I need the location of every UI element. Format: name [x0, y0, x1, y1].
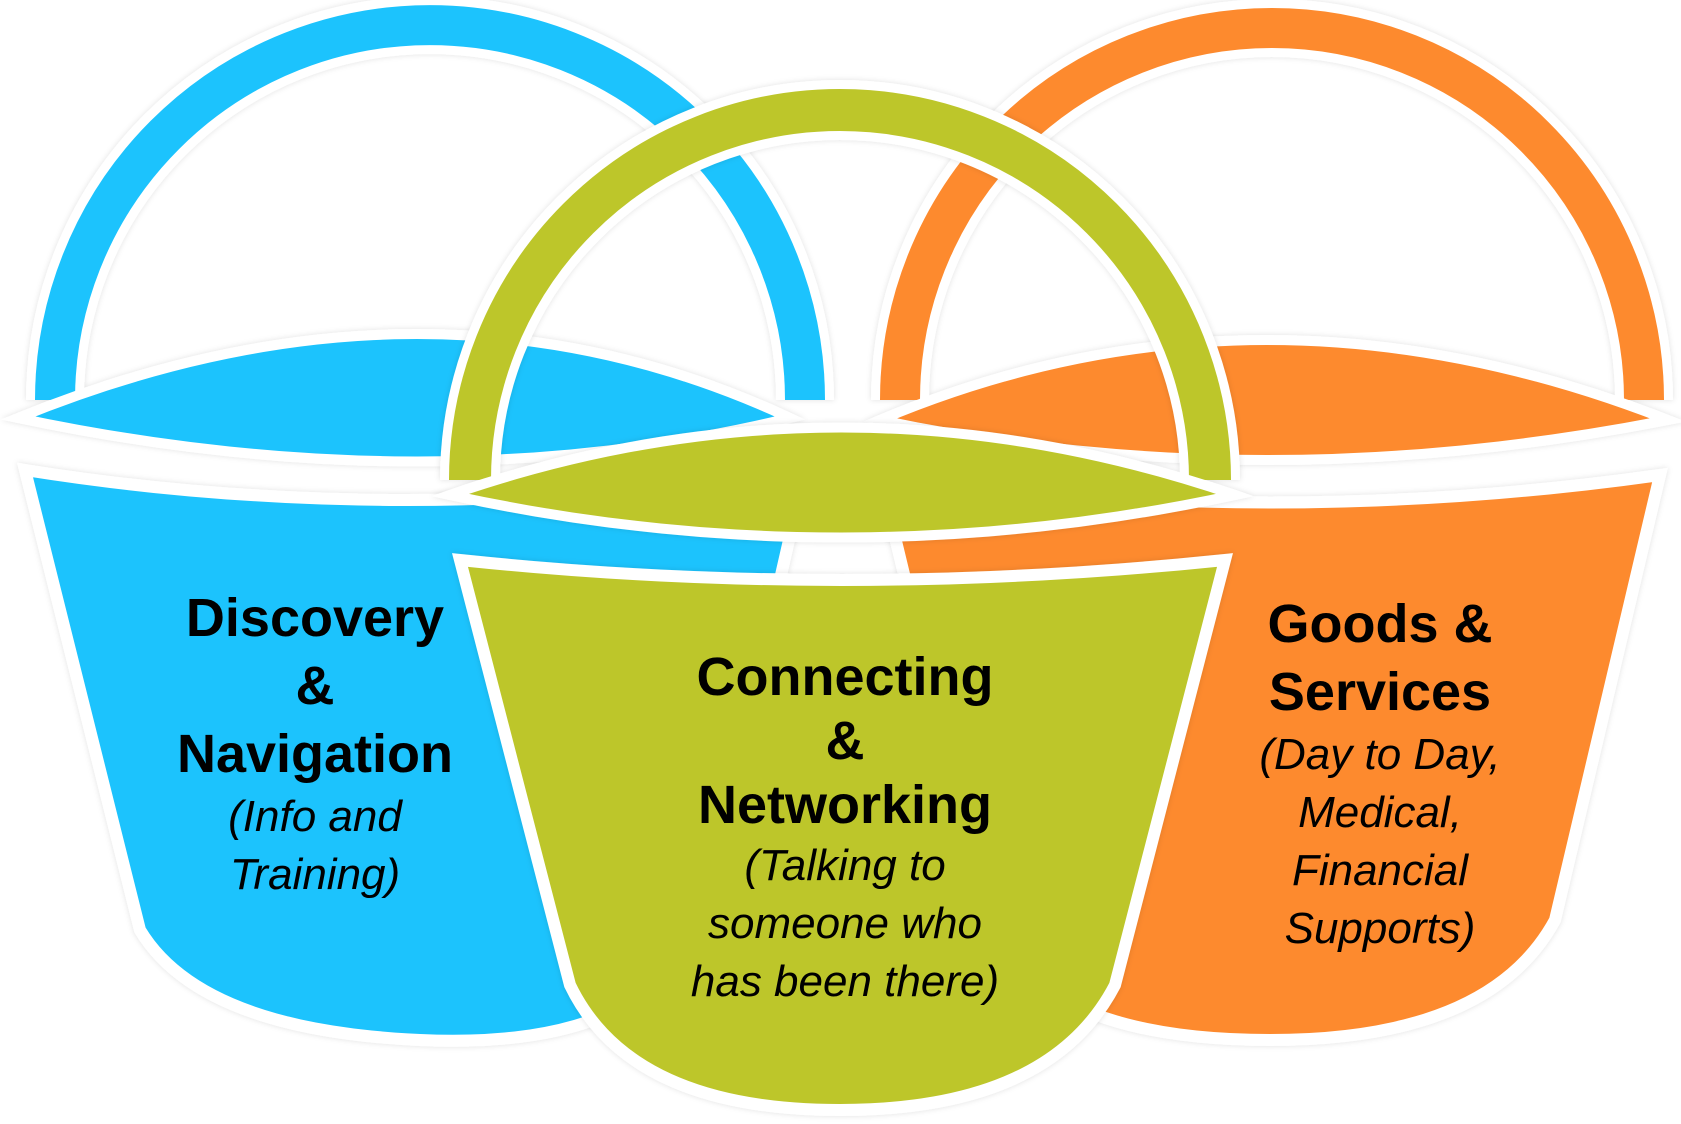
- green-bucket-title-line-1: Connecting: [696, 647, 994, 707]
- green-bucket-body: [452, 553, 1233, 1117]
- blue-bucket-rim: [1, 329, 806, 467]
- orange-bucket-title-line-2: Services: [1268, 662, 1492, 722]
- blue-bucket-title-line-1: Discovery: [185, 588, 445, 648]
- blue-bucket-title-line-3: Navigation: [176, 724, 454, 784]
- green-bucket-subtitle-line-2: someone who: [708, 899, 982, 948]
- blue-bucket-subtitle-line-2: Training): [229, 850, 401, 899]
- green-bucket-subtitle-line-3: has been there): [690, 957, 1000, 1006]
- green-bucket-subtitle-line-1: (Talking to: [744, 841, 946, 890]
- orange-bucket-subtitle-line-2: Medical,: [1298, 788, 1462, 837]
- orange-bucket-subtitle-line-1: (Day to Day,: [1259, 730, 1501, 779]
- orange-bucket-subtitle-line-3: Financial: [1291, 846, 1469, 895]
- blue-bucket-title-line-2: &: [295, 656, 335, 716]
- orange-bucket-subtitle-line-4: Supports): [1284, 904, 1476, 953]
- orange-bucket-rim: [863, 335, 1681, 465]
- green-bucket-title-line-3: Networking: [697, 775, 993, 835]
- green-bucket-rim: [431, 422, 1254, 543]
- blue-bucket-subtitle-line-1: (Info and: [228, 792, 402, 841]
- green-bucket-label: Connecting & Networking (Talking to some…: [660, 645, 1030, 1011]
- green-bucket: [431, 80, 1254, 1117]
- orange-bucket-title-line-1: Goods &: [1267, 594, 1493, 654]
- blue-bucket-label: Discovery & Navigation (Info and Trainin…: [150, 584, 480, 904]
- orange-bucket-label: Goods & Services (Day to Day, Medical, F…: [1220, 590, 1540, 958]
- green-bucket-title-line-2: &: [825, 711, 865, 771]
